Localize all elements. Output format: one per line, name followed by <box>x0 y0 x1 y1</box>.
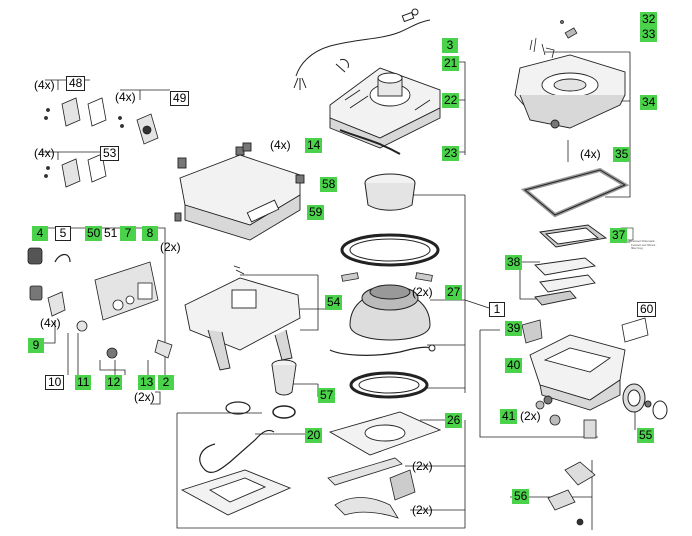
quantity-35: (4x) <box>580 147 601 161</box>
part-label-56: 56 <box>512 489 530 504</box>
part-label-48: 48 <box>66 76 86 91</box>
quantity-9: (4x) <box>40 316 61 330</box>
part-label-35: 35 <box>613 147 631 162</box>
part-label-21: 21 <box>442 56 460 71</box>
part-label-53: 53 <box>100 146 120 161</box>
part-label-27: 27 <box>445 285 463 300</box>
part-label-57: 57 <box>318 388 336 403</box>
part-label-12: 12 <box>105 375 123 390</box>
quantity-26a: (2x) <box>412 459 433 473</box>
part-label-41: 41 <box>500 409 518 424</box>
quantity-26b: (2x) <box>412 503 433 517</box>
part-label-26: 26 <box>445 413 463 428</box>
quantity-41: (2x) <box>520 409 541 423</box>
part-label-5: 5 <box>55 226 71 241</box>
part-label-40: 40 <box>505 358 523 373</box>
quantity-53: (4x) <box>34 146 55 160</box>
quantity-27: (2x) <box>412 285 433 299</box>
part-label-51: 51 <box>104 226 118 240</box>
part-label-22: 22 <box>442 93 460 108</box>
quantity-49: (4x) <box>115 90 136 104</box>
part-label-37: 37 <box>610 228 628 243</box>
quantity-48: (4x) <box>34 78 55 92</box>
part-label-38: 38 <box>505 255 523 270</box>
part-label-2: 2 <box>158 375 174 390</box>
filter-bag-note: Festool Filtersack · Festool sac filtran… <box>631 239 658 251</box>
part-label-49: 49 <box>170 91 190 106</box>
part-label-1: 1 <box>489 302 505 317</box>
part-label-9: 9 <box>28 338 44 353</box>
part-label-14: 14 <box>305 138 323 153</box>
part-label-7: 7 <box>120 226 136 241</box>
part-label-60: 60 <box>637 302 657 317</box>
part-label-59: 59 <box>307 205 325 220</box>
part-label-50: 50 <box>85 226 103 241</box>
part-label-55: 55 <box>637 428 655 443</box>
part-label-54: 54 <box>325 295 343 310</box>
part-label-3: 3 <box>442 38 458 53</box>
part-label-11: 11 <box>75 375 92 390</box>
part-label-4: 4 <box>32 226 48 241</box>
part-label-34: 34 <box>640 95 658 110</box>
part-label-10: 10 <box>45 375 65 390</box>
part-label-8: 8 <box>142 226 158 241</box>
quantity-2: (2x) <box>134 390 155 404</box>
quantity-14: (4x) <box>270 138 291 152</box>
part-label-39: 39 <box>505 321 523 336</box>
part-label-23: 23 <box>442 146 460 161</box>
part-label-33: 33 <box>640 27 658 42</box>
part-label-20: 20 <box>305 428 323 443</box>
quantity-8: (2x) <box>160 240 181 254</box>
part-label-13: 13 <box>138 375 156 390</box>
part-label-32: 32 <box>640 12 658 27</box>
part-label-58: 58 <box>320 177 338 192</box>
